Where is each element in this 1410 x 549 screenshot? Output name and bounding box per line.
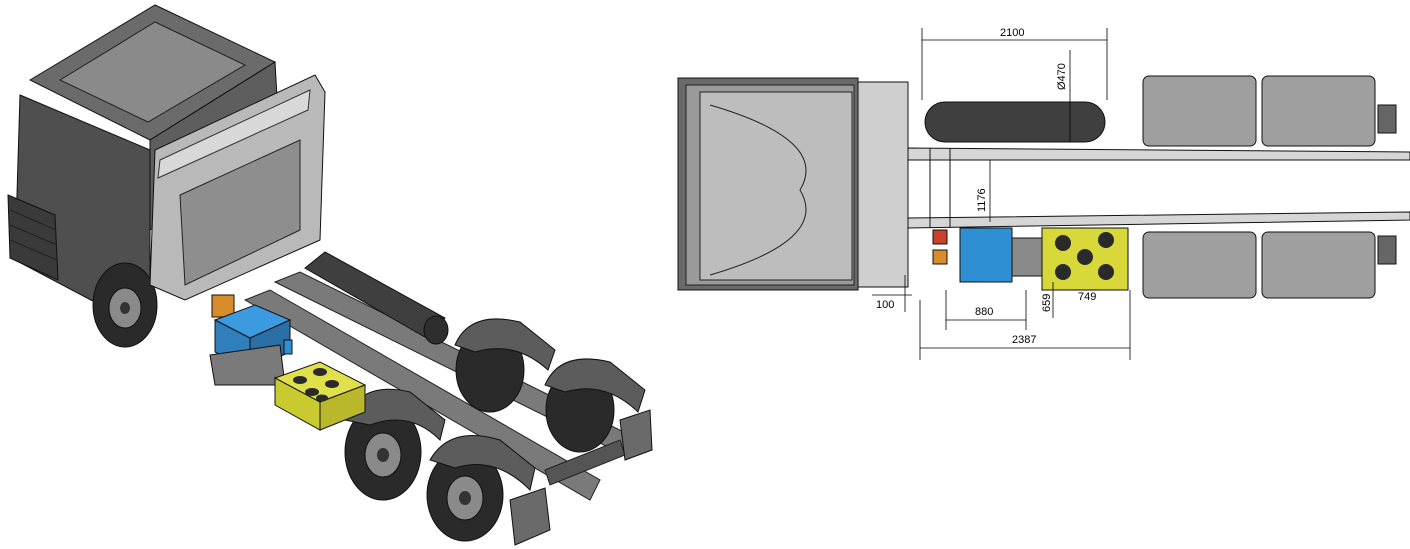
gray-unit-top [1011,237,1043,277]
rear-wheel-rear-right [544,358,653,461]
rear-wheel-rear-left [426,435,536,542]
dim-tank-diameter: Ø470 [1056,63,1068,90]
mud-flap [509,487,551,546]
yellow-box [273,361,367,431]
dim-battery-depth: 659 [1041,294,1053,312]
battery-box [209,304,292,386]
dim-frame-offset: 1176 [976,188,988,212]
fuel-tank-top [924,101,1106,143]
chassis-rails-top [907,147,1410,229]
isometric-truck-view [7,4,653,546]
cab-top-view [677,77,909,291]
dim-front-gap: 100 [876,299,894,311]
dimension-lines [872,28,1131,360]
dim-tank-length: 2100 [1000,27,1024,39]
rear-wheel-front-right [454,318,556,413]
battery-box-top [959,227,1013,283]
dim-battery-width: 880 [975,306,993,318]
rear-tires-top [1142,75,1397,299]
yellow-box-top [1041,227,1129,291]
cab-rear-panel [149,74,326,301]
dim-yellow-width: 749 [1078,291,1096,303]
rear-wheel-front-left [344,388,446,501]
orange-component-top [932,249,948,265]
red-component-top [932,229,948,245]
fuel-tank [304,251,449,345]
dim-overall-length: 2387 [1012,334,1036,346]
front-wheel [92,262,158,348]
blue-fitting [283,339,293,355]
top-view: 2100 Ø470 1176 100 880 659 749 2387 [677,27,1410,360]
